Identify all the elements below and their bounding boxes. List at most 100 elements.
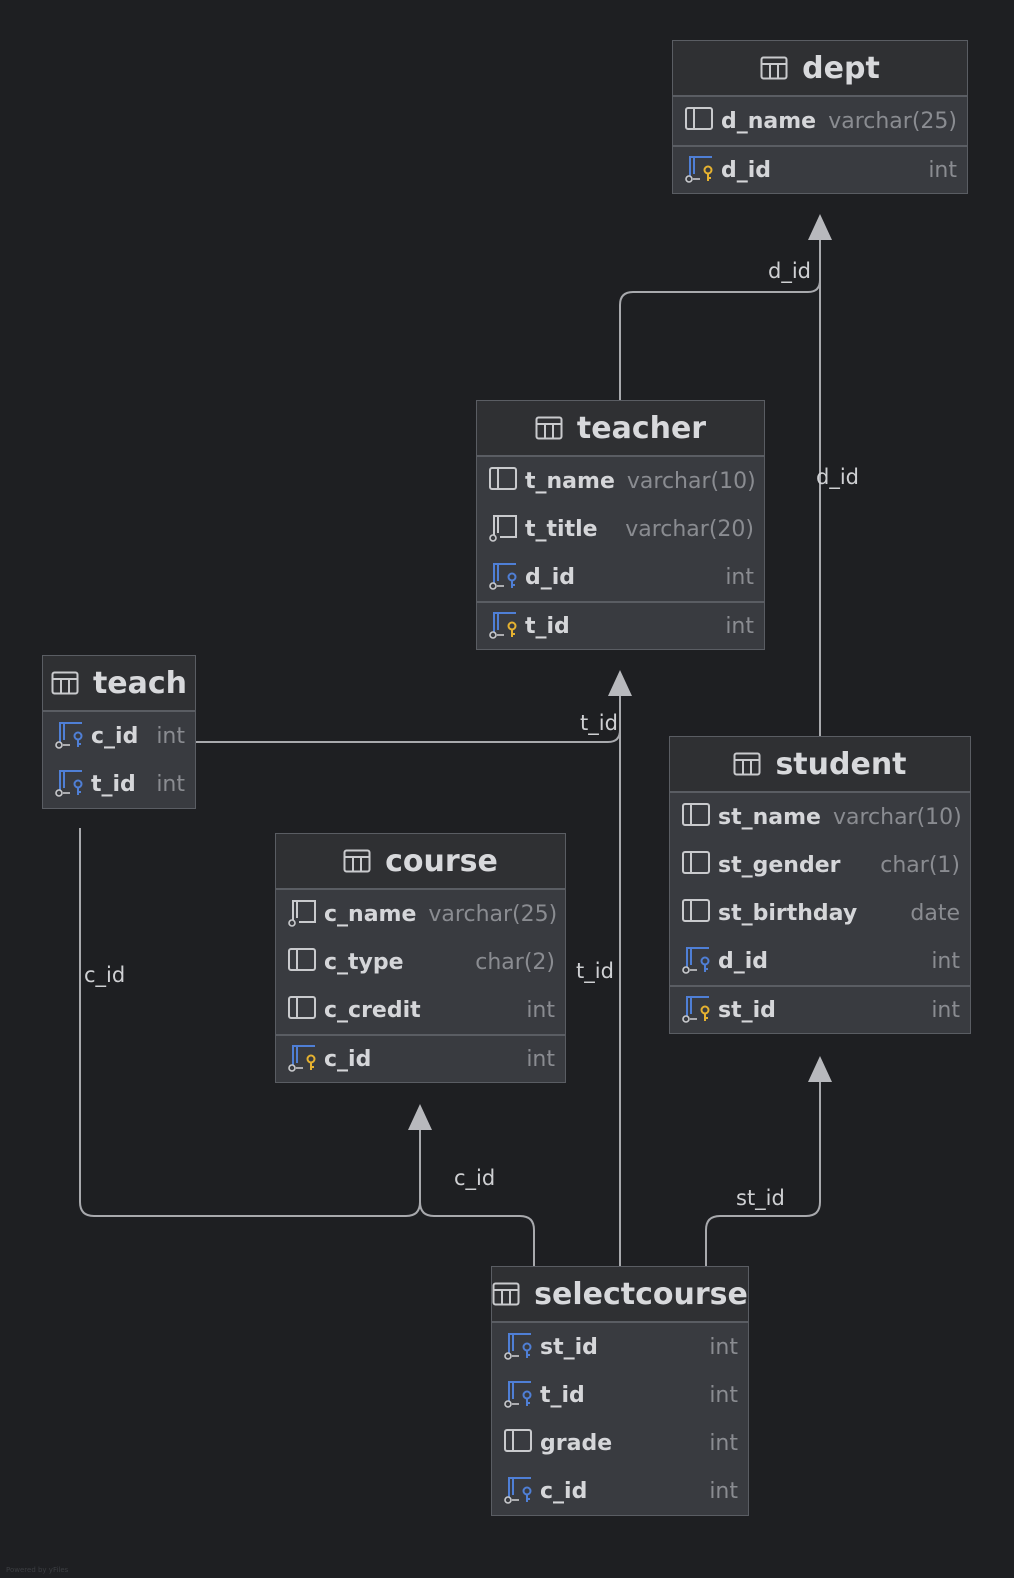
column-row-t_title[interactable]: t_title varchar(20) [477,505,764,553]
column-type: varchar(20) [625,516,754,542]
foreign-key-icon [53,718,91,754]
foreign-key-icon [53,766,91,802]
column-name: st_id [718,997,776,1023]
entity-header[interactable]: student [670,737,970,793]
column-type: int [931,997,960,1023]
entity-header[interactable]: selectcourse [492,1267,748,1323]
column-row-d_id[interactable]: d_id int [670,937,970,985]
edge-label-teacher-dept: d_id [768,259,811,283]
primary-key-icon [487,608,525,644]
edge-teach-course [79,828,421,1217]
foreign-key-icon [502,1329,540,1365]
edge-label-teach-course: c_id [84,963,126,987]
column-name: c_id [540,1478,588,1504]
primary-key-icon [680,992,718,1028]
column-name: st_gender [718,852,841,878]
entity-header[interactable]: course [276,834,565,890]
watermark: Powered by yFiles [6,1566,69,1574]
arrow-to-course [408,1104,432,1130]
column-name: c_id [324,1046,372,1072]
column-row-c_type[interactable]: c_type char(2) [276,938,565,986]
table-icon [492,1282,520,1306]
edge-label-selectcourse-teacher: t_id [576,959,614,983]
column-name: t_id [91,771,136,797]
column-type: char(2) [475,949,555,975]
foreign-key-icon [502,1377,540,1413]
edge-selectcourse-student [705,1078,821,1266]
entity-title: teach [92,665,188,701]
column-name: d_id [718,948,769,974]
column-icon [502,1425,540,1461]
column-type: varchar(10) [626,468,756,494]
column-icon [286,992,324,1028]
column-row-st_id[interactable]: st_id int [492,1323,748,1371]
table-icon [51,671,79,695]
table-icon [733,752,761,776]
column-row-st_birthday[interactable]: st_birthday date [670,889,970,937]
edge-label-teach-teacher: t_id [580,711,618,735]
column-type: int [709,1382,738,1408]
arrow-to-teacher [608,670,632,696]
entity-title: teacher [576,410,707,446]
column-name: t_id [540,1382,585,1408]
arrow-to-student [808,1056,832,1082]
column-type: int [928,157,957,183]
entity-title: selectcourse [534,1276,748,1312]
primary-key-icon [683,152,721,188]
column-row-st_id[interactable]: st_id int [670,985,970,1033]
column-row-c_id[interactable]: c_id int [276,1034,565,1082]
foreign-key-icon [502,1473,540,1509]
column-type: int [526,1046,555,1072]
column-icon [680,847,718,883]
column-type: char(1) [880,852,960,878]
column-type: int [709,1334,738,1360]
column-type: varchar(25) [428,901,558,927]
nullable-column-icon [487,511,525,547]
column-name: c_id [91,723,139,749]
column-type: int [709,1478,738,1504]
column-row-c_id[interactable]: c_id int [43,712,195,760]
column-icon [487,463,525,499]
column-name: grade [540,1430,613,1456]
arrow-to-dept [808,214,832,240]
column-name: c_type [324,949,404,975]
column-type: int [725,564,754,590]
column-name: d_name [721,108,817,134]
column-name: st_birthday [718,900,858,926]
primary-key-icon [286,1041,324,1077]
foreign-key-icon [680,943,718,979]
column-name: st_id [540,1334,598,1360]
column-type: int [156,723,185,749]
entity-title: course [385,843,498,879]
column-type: int [931,948,960,974]
column-type: int [725,613,754,639]
column-name: t_title [525,516,598,542]
column-row-t_id[interactable]: t_id int [492,1371,748,1419]
column-name: c_credit [324,997,421,1023]
edge-label-selectcourse-course: c_id [454,1166,496,1190]
entity-header[interactable]: teach [43,656,195,712]
entity-header[interactable]: teacher [477,401,764,457]
column-type: date [910,900,960,926]
column-row-c_id[interactable]: c_id int [492,1467,748,1515]
foreign-key-icon [487,559,525,595]
column-row-st_gender[interactable]: st_gender char(1) [670,841,970,889]
entity-header[interactable]: dept [673,41,967,97]
